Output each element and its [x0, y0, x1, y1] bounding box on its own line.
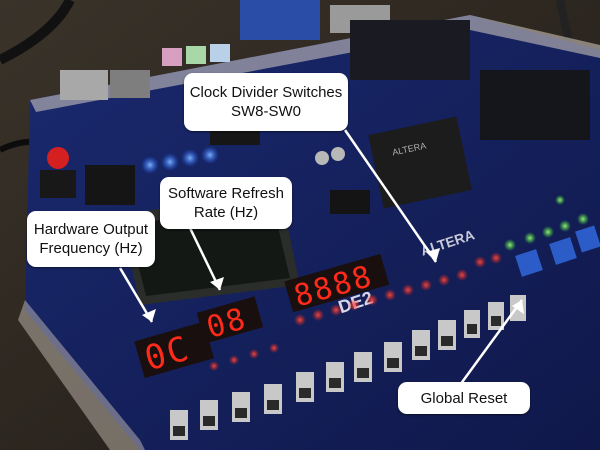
chip	[40, 170, 76, 198]
callout-hardware-output: Hardware Output Frequency (Hz)	[27, 211, 155, 267]
callout-software-refresh-line2: Rate (Hz)	[193, 204, 259, 221]
expansion-header	[350, 20, 470, 80]
cable	[0, 0, 75, 65]
callout-global-reset: Global Reset	[398, 382, 530, 414]
blue-led-glow	[161, 153, 179, 171]
push-buttons	[515, 225, 600, 277]
capacitor	[331, 147, 345, 161]
callout-software-refresh-line1: Software Refresh	[168, 185, 284, 202]
connector	[240, 0, 320, 40]
audio-jack	[162, 48, 182, 66]
blue-led-glow	[201, 146, 219, 164]
expansion-header	[480, 70, 590, 140]
annotation-arrows	[118, 129, 524, 386]
slide-switch-knobs	[173, 316, 501, 436]
blue-led-glow	[141, 156, 159, 174]
callout-hardware-output-line1: Hardware Output	[33, 221, 149, 238]
red-led-row	[209, 252, 502, 371]
callout-clock-divider: Clock Divider Switches SW8-SW0	[184, 73, 348, 131]
capacitor	[315, 151, 329, 165]
audio-jack	[210, 44, 230, 62]
green-led-row	[504, 195, 589, 251]
connector	[110, 70, 150, 98]
callout-global-reset-label: Global Reset	[420, 389, 508, 407]
acrylic-cover-edge	[18, 300, 145, 450]
blue-led-glow	[181, 149, 199, 167]
audio-jack	[186, 46, 206, 64]
chip	[330, 190, 370, 214]
power-button	[47, 147, 69, 169]
callout-software-refresh: Software Refresh Rate (Hz)	[160, 177, 292, 229]
fpga-chip	[368, 116, 472, 209]
callout-hardware-output-line2: Frequency (Hz)	[39, 240, 143, 257]
callout-clock-divider-line2: SW8-SW0	[230, 103, 301, 120]
chip	[85, 165, 135, 205]
connector	[60, 70, 108, 100]
acrylic-cover	[30, 15, 600, 112]
callout-clock-divider-line1: Clock Divider Switches	[189, 84, 343, 101]
